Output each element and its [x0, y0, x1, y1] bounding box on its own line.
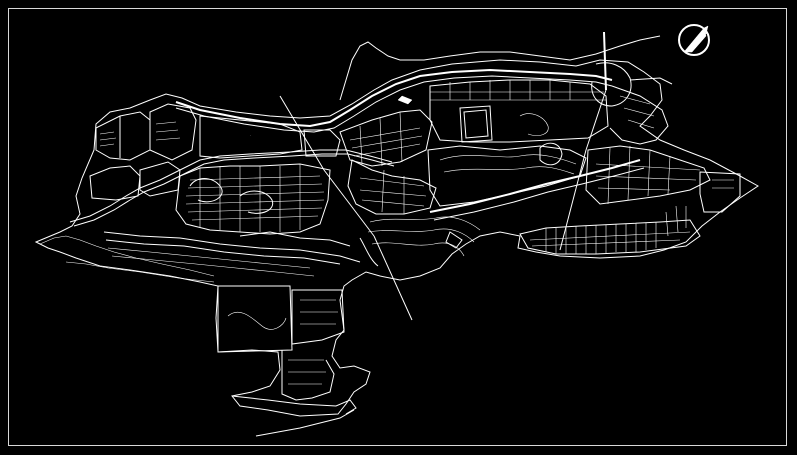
mid-east-parcel	[427, 142, 587, 207]
site-boundary	[34, 59, 759, 417]
south-rectangle-parcel	[217, 285, 345, 401]
north-arrow-icon	[678, 24, 710, 56]
south-pier	[231, 395, 357, 437]
north-central-blocks	[429, 79, 609, 143]
svg-text:.: .	[250, 133, 251, 137]
east-parcels	[585, 145, 741, 213]
central-north-parcel: .	[199, 115, 341, 159]
terrain-contours	[359, 216, 481, 267]
central-commercial	[339, 95, 437, 215]
main-road	[69, 68, 613, 227]
shoreline	[339, 35, 661, 101]
east-road	[429, 159, 645, 221]
south-terraces	[103, 231, 361, 277]
southeast-housing	[519, 205, 701, 255]
straight-road	[279, 31, 607, 321]
west-parcels	[89, 103, 197, 201]
northeast-interchange	[591, 62, 673, 145]
residential-blocks-west	[175, 163, 331, 235]
